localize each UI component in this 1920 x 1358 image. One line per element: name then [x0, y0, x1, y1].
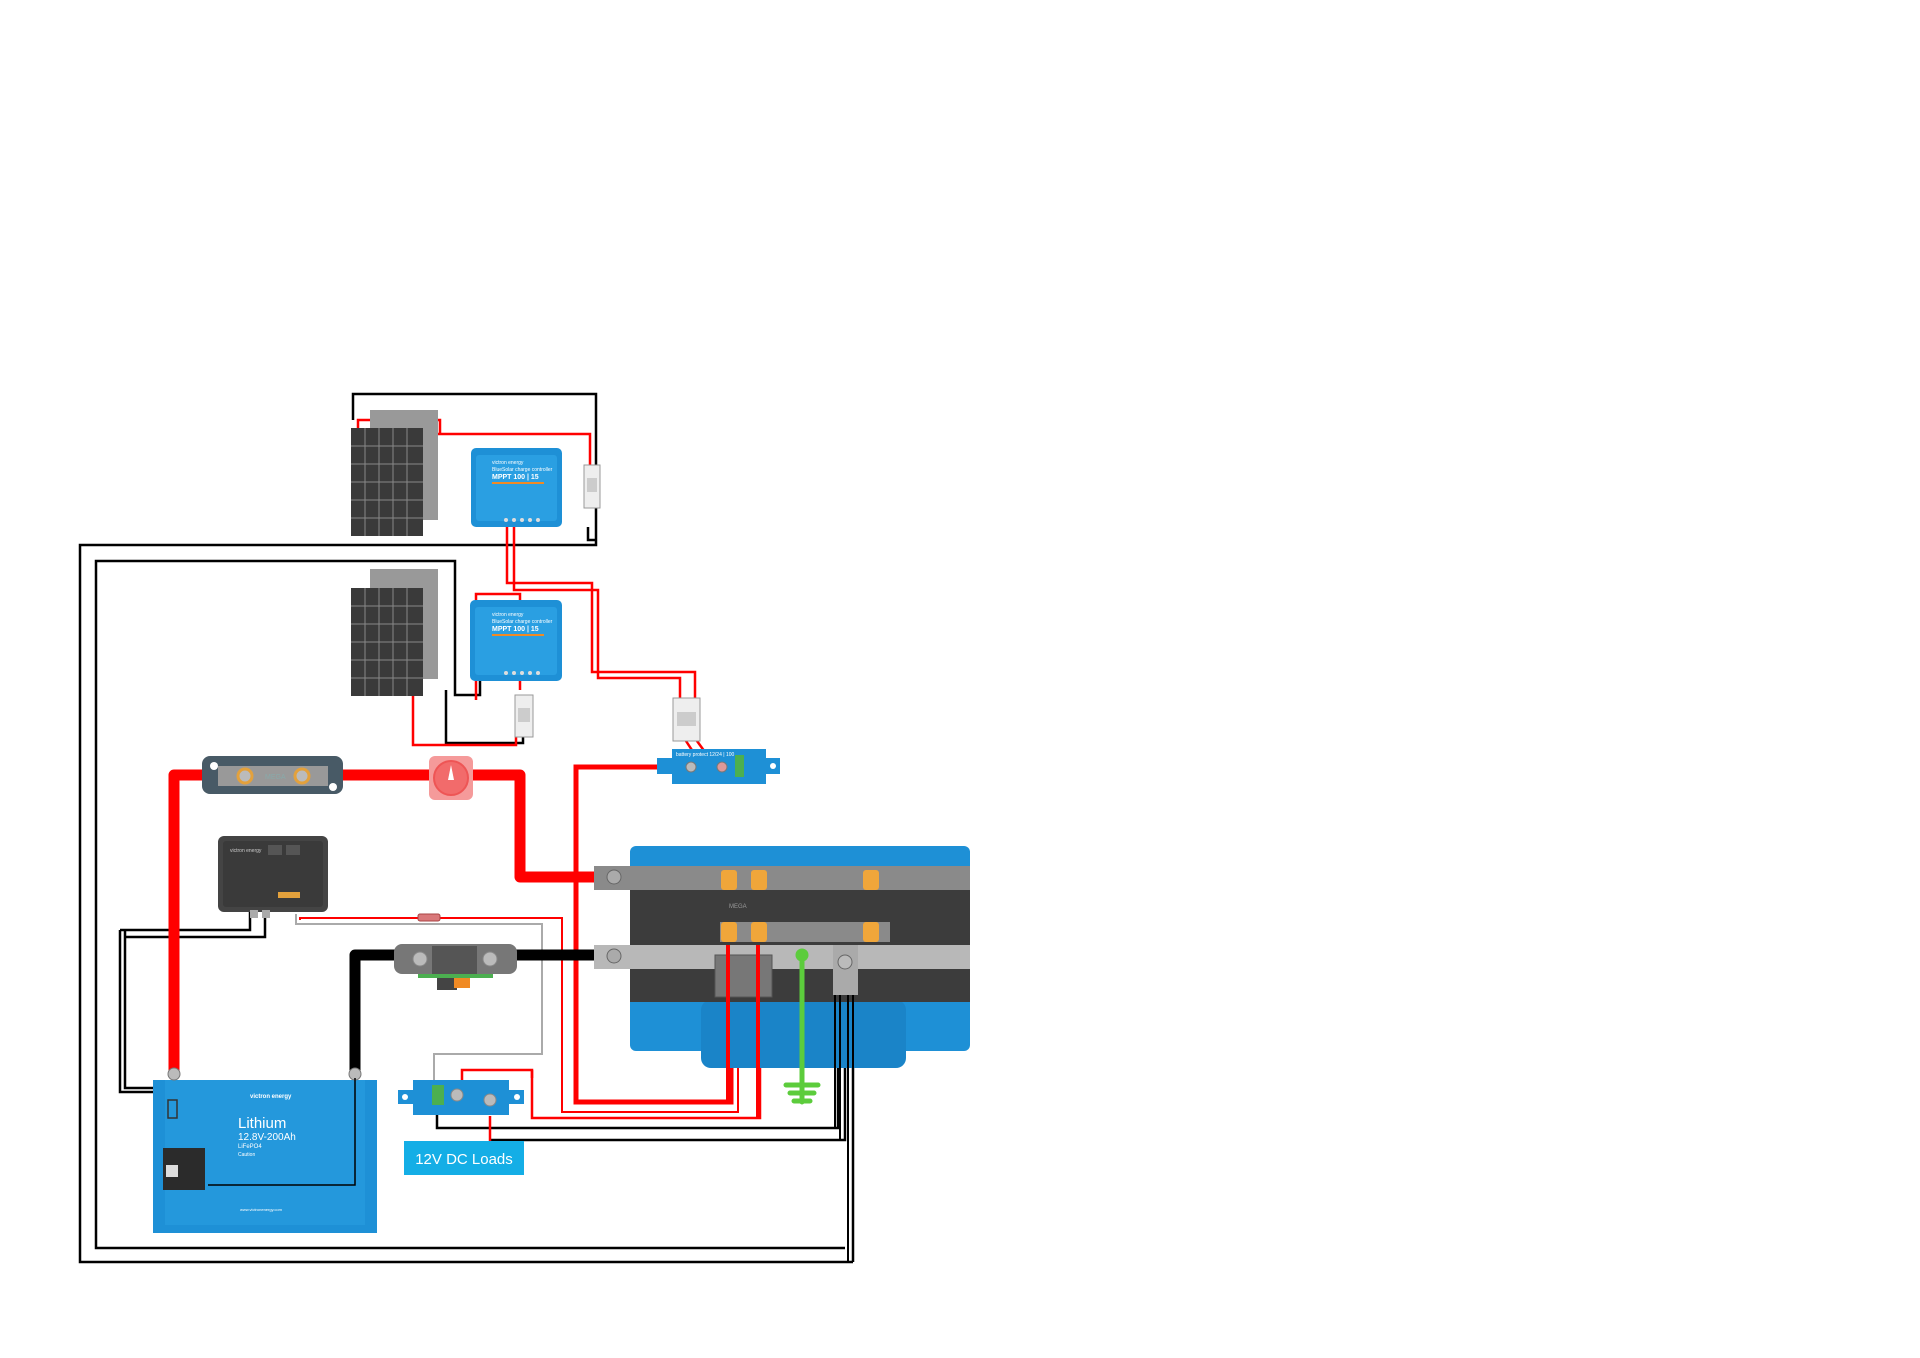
mppt-charge-controller-2[interactable]: victron energy BlueSolar charge controll… [470, 600, 562, 681]
battery-management-system[interactable]: victron energy [218, 836, 328, 918]
mppt-charge-controller-1[interactable]: victron energy BlueSolar charge controll… [471, 448, 562, 527]
pv-breaker-1[interactable] [583, 464, 601, 509]
battery-caution: Caution [238, 1152, 255, 1158]
shunt-sense-wire [295, 914, 543, 1095]
mppt-1-subtitle: BlueSolar charge controller [492, 467, 553, 473]
mppt-2-brand: victron energy [492, 612, 524, 618]
battery-negative-sense-wire [208, 1078, 356, 1186]
solar-panel-2 [351, 569, 438, 696]
mega-fuse-label: MEGA [265, 774, 286, 781]
battery-spec: 12.8V-200Ah [238, 1132, 296, 1143]
positive-thin-wires [172, 418, 762, 1187]
inverter-dc-positive-leads [726, 945, 760, 1118]
inverter-charger[interactable]: MEGA [594, 846, 970, 1068]
positive-main-cable [168, 769, 594, 1071]
pv-breaker-2[interactable] [514, 694, 534, 738]
mppt-output-breaker[interactable] [672, 697, 701, 742]
inverter-negative-leads [834, 995, 854, 1262]
battery-website: www.victronenergy.com [240, 1207, 283, 1212]
inline-fuse [417, 913, 441, 922]
mppt-2-subtitle: BlueSolar charge controller [492, 619, 553, 625]
battery-brand: victron energy [250, 1094, 292, 1100]
bms-brand: victron energy [230, 848, 262, 854]
ground-icon [783, 948, 821, 1105]
mppt-2-model: MPPT 100 | 15 [492, 626, 539, 633]
battery-shunt[interactable] [394, 944, 517, 990]
dc-loads-battery-protect[interactable] [398, 1080, 524, 1115]
lithium-battery[interactable]: victron energy Lithium 12.8V-200Ah LiFeP… [153, 1067, 377, 1233]
battery-title: Lithium [238, 1115, 286, 1132]
mppt-1-brand: victron energy [492, 460, 524, 466]
mppt-1-model: MPPT 100 | 15 [492, 474, 539, 481]
battery-isolator-switch[interactable] [429, 756, 473, 800]
battery-protect[interactable]: battery protect 12/24 | 100 [657, 749, 780, 784]
dc-loads-label-box: 12V DC Loads [404, 1141, 524, 1175]
battery-chemistry: LiFePO4 [238, 1144, 262, 1150]
inverter-fuse-label: MEGA [729, 904, 747, 910]
solar-panel-1 [351, 410, 438, 536]
mega-fuse-holder[interactable]: MEGA [202, 756, 343, 794]
dc-loads-label: 12V DC Loads [415, 1151, 513, 1168]
battery-protect-label: battery protect 12/24 | 100 [676, 752, 735, 758]
